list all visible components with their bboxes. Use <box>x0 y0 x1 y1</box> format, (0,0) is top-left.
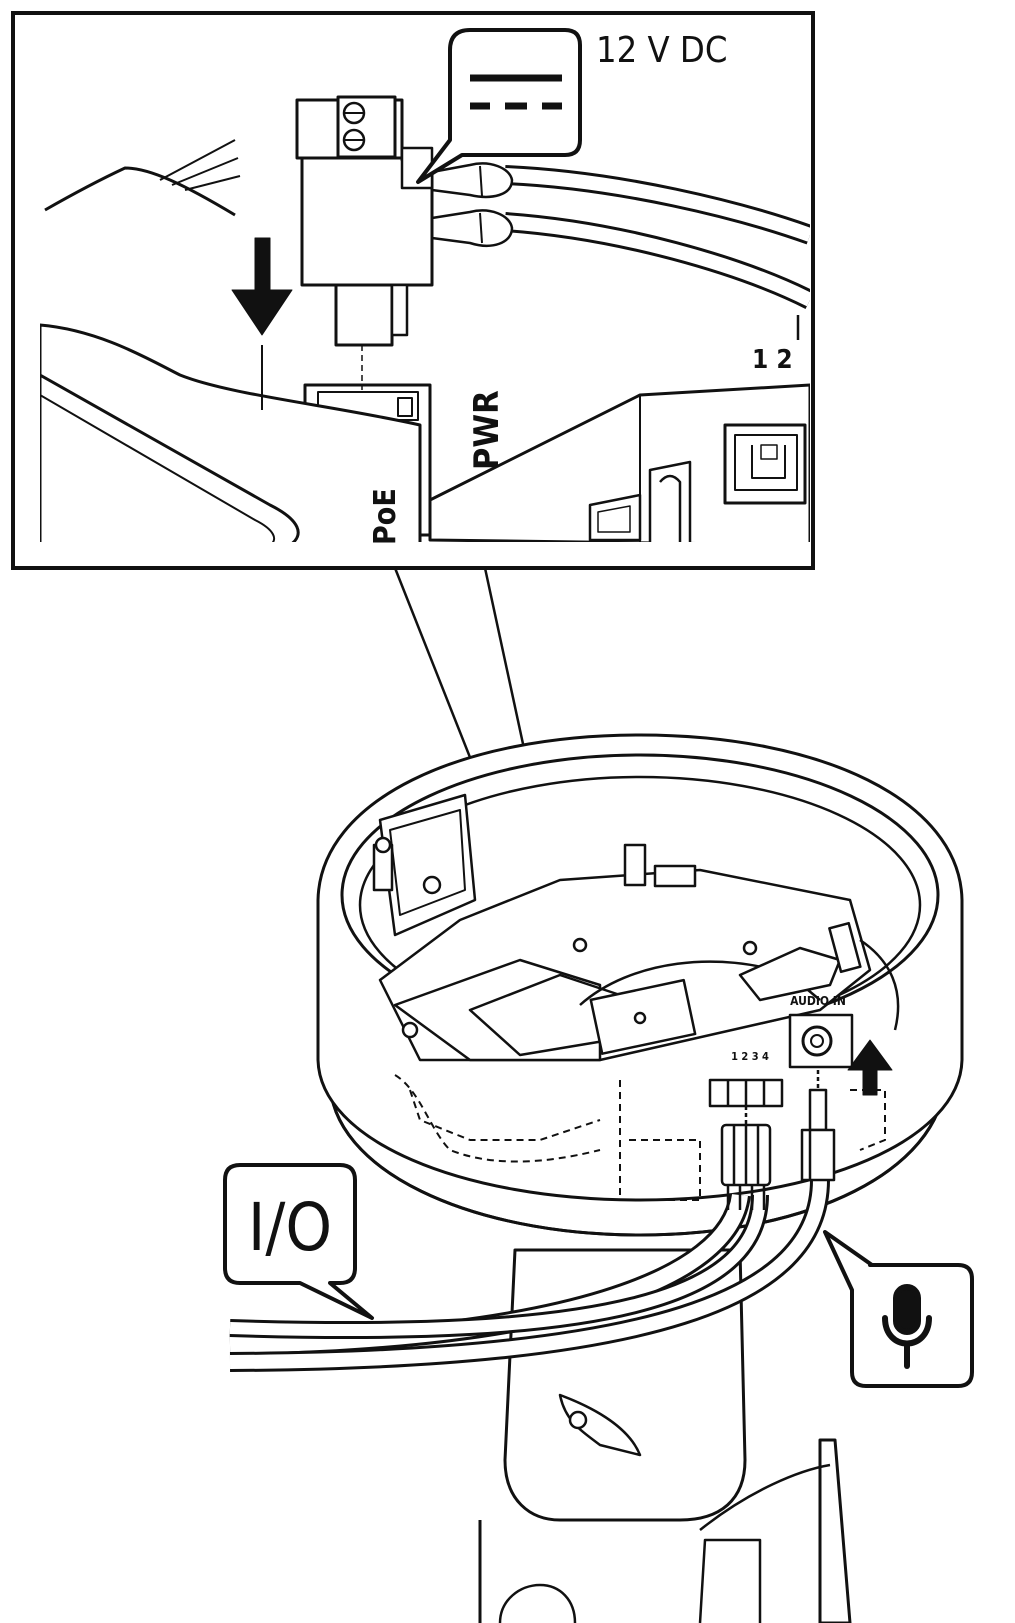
io-pin-numbers-label: 1 2 3 4 <box>731 1050 769 1063</box>
camera-illustration <box>229 733 964 1623</box>
power-cables <box>430 162 810 309</box>
microphone-icon <box>882 1284 932 1369</box>
voltage-label: 12 V DC <box>596 30 727 71</box>
audio-insert-up-arrow <box>847 1039 893 1096</box>
hand-illustration <box>40 139 422 542</box>
audio-in-port-label: AUDIO IN <box>790 994 846 1008</box>
audio-plug <box>800 1070 836 1182</box>
io-label: I/O <box>248 1189 332 1266</box>
insert-down-arrow <box>231 237 293 410</box>
pin-numbers-label: 1 2 <box>752 345 793 375</box>
pwr-label: PWR <box>467 390 507 470</box>
power-terminal-block <box>295 95 434 390</box>
poe-label: PoE <box>368 488 403 545</box>
io-label-bubble <box>223 1163 374 1320</box>
zoom-callout: PWR PoE 1 2 12 V DC <box>11 11 815 1069</box>
dc-symbol-bubble <box>416 28 582 184</box>
io-header <box>708 1078 784 1108</box>
audio-in-jack <box>788 1013 854 1069</box>
zoom-camera-body <box>428 315 810 542</box>
dc-symbol-icon <box>470 74 562 110</box>
camera-circuit-board <box>372 793 900 1062</box>
microphone-bubble <box>823 1230 974 1388</box>
io-cable <box>229 1193 769 1356</box>
io-terminal-plug <box>720 1106 772 1210</box>
audio-cable <box>229 1179 830 1372</box>
camera-mount <box>478 1248 852 1623</box>
